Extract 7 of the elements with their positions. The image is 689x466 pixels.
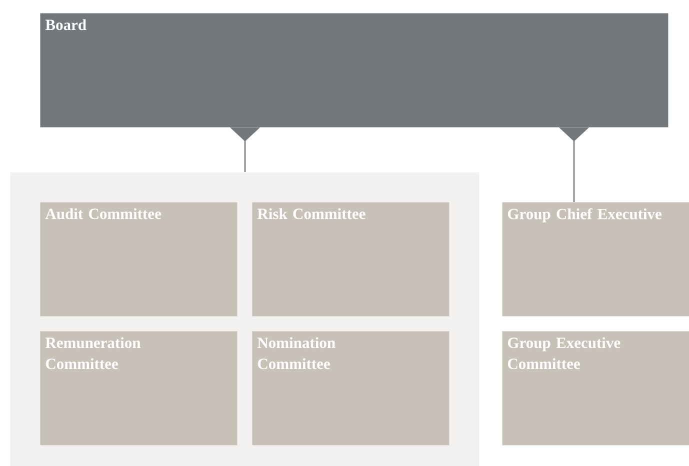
executive-box: Group Chief Executive <box>502 202 689 316</box>
committee-box: Remuneration Committee <box>40 331 238 446</box>
board-box: Board <box>40 13 668 128</box>
committee-box: Nomination Committee <box>252 331 450 446</box>
committee-box: Audit Committee <box>40 202 238 316</box>
committee-box: Risk Committee <box>252 202 450 316</box>
executive-box: Group Executive Committee <box>502 331 689 446</box>
